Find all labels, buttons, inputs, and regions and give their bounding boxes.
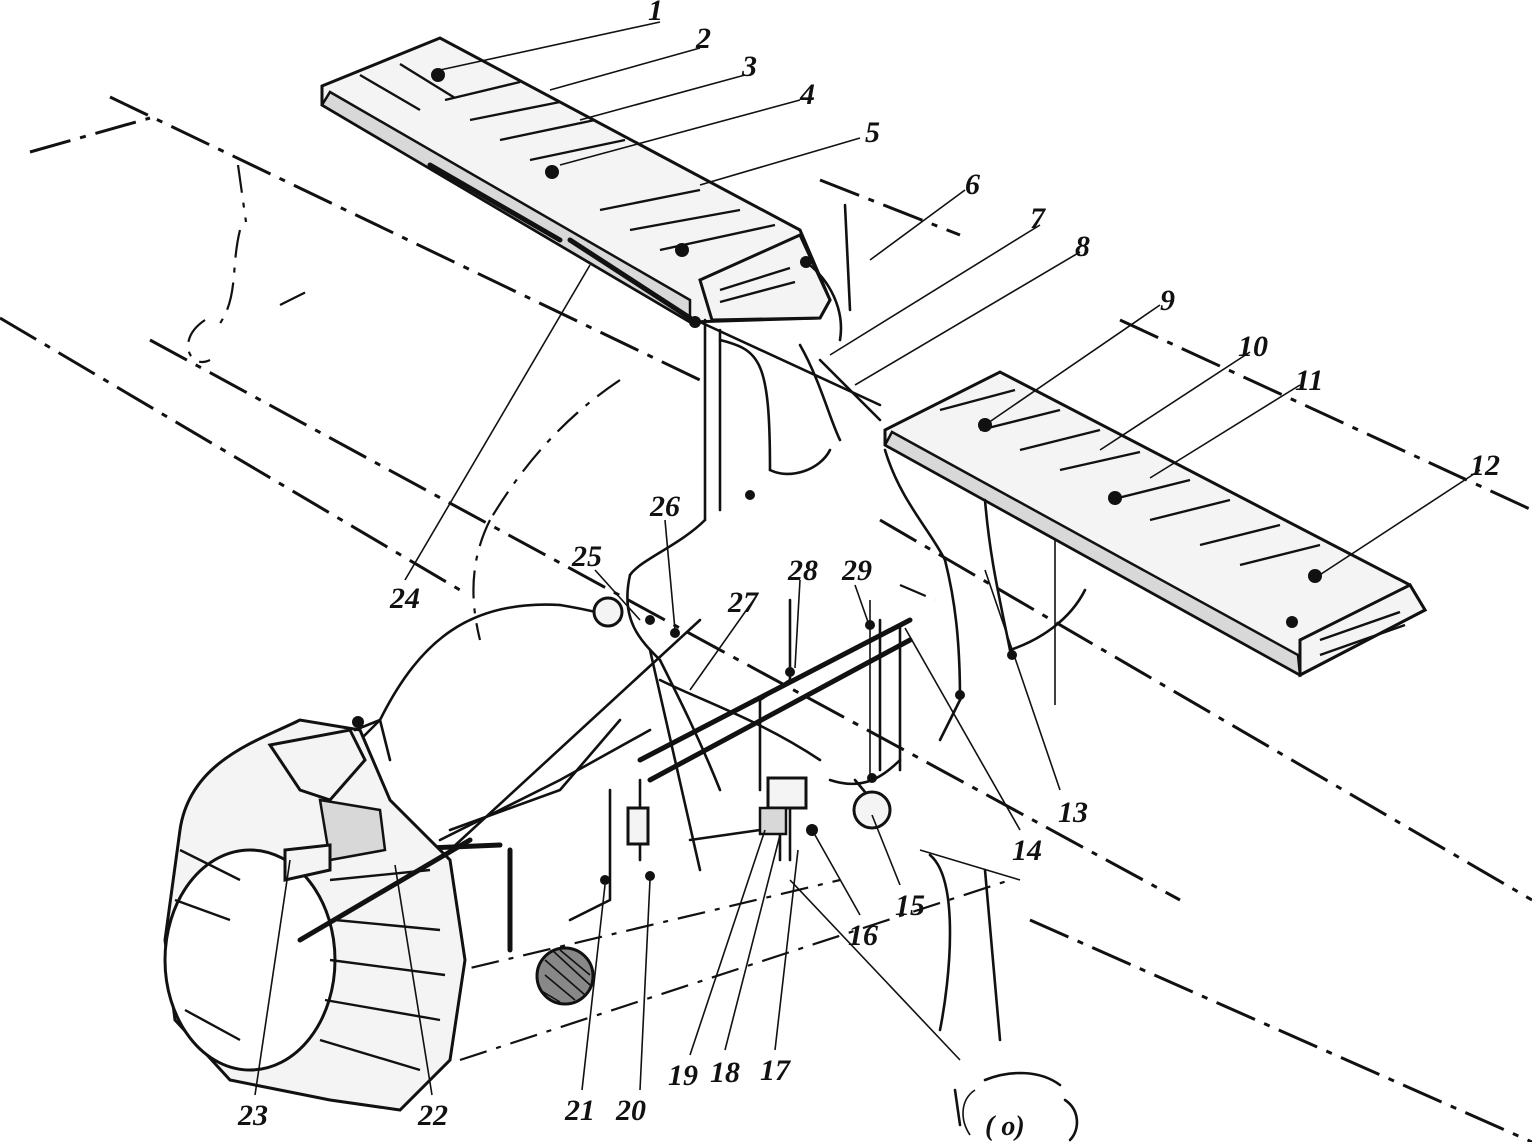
landing-gear <box>789 849 1079 1142</box>
callout-4: 4 <box>799 78 815 111</box>
callout-15: 15 <box>895 889 925 922</box>
callout-1: 1 <box>648 0 663 27</box>
callout-11: 11 <box>1295 364 1323 397</box>
callout-8: 8 <box>1075 230 1090 263</box>
callout-21: 21 <box>564 1094 595 1127</box>
callout-13: 13 <box>1058 796 1088 829</box>
callout-20: 20 <box>615 1094 646 1127</box>
callout-7: 7 <box>1030 202 1046 235</box>
callout-22: 22 <box>417 1099 448 1132</box>
callout-labels: 1 2 3 4 5 6 7 8 9 10 11 12 13 14 15 16 1… <box>237 0 1500 1142</box>
callout-26: 26 <box>649 490 680 523</box>
callout-10: 10 <box>1238 330 1268 363</box>
right-wing-tanks <box>883 370 1428 678</box>
callout-12: 12 <box>1470 449 1500 482</box>
pump-assembly <box>535 490 1017 1006</box>
callout-9: 9 <box>1160 284 1175 317</box>
callout-25: 25 <box>571 540 602 573</box>
callout-16: 16 <box>848 919 878 952</box>
callout-29: 29 <box>841 554 872 587</box>
callout-23: 23 <box>237 1099 268 1132</box>
callout-6: 6 <box>965 168 980 201</box>
engine <box>163 716 473 1112</box>
callout-17: 17 <box>760 1054 791 1087</box>
callout-3: 3 <box>741 50 757 83</box>
callout-27: 27 <box>727 586 759 619</box>
callout-28: 28 <box>787 554 818 587</box>
callout-14: 14 <box>1012 834 1042 867</box>
outline-dashed-lines <box>0 95 1532 1142</box>
callout-2: 2 <box>695 22 711 55</box>
callout-24: 24 <box>389 582 420 615</box>
callout-19: 19 <box>668 1059 698 1092</box>
wheel-label: ( o) <box>985 1111 1025 1142</box>
callout-5: 5 <box>865 116 880 149</box>
leader-lines <box>254 21 1481 1096</box>
callout-18: 18 <box>710 1056 740 1089</box>
left-wing-tanks <box>320 36 832 328</box>
